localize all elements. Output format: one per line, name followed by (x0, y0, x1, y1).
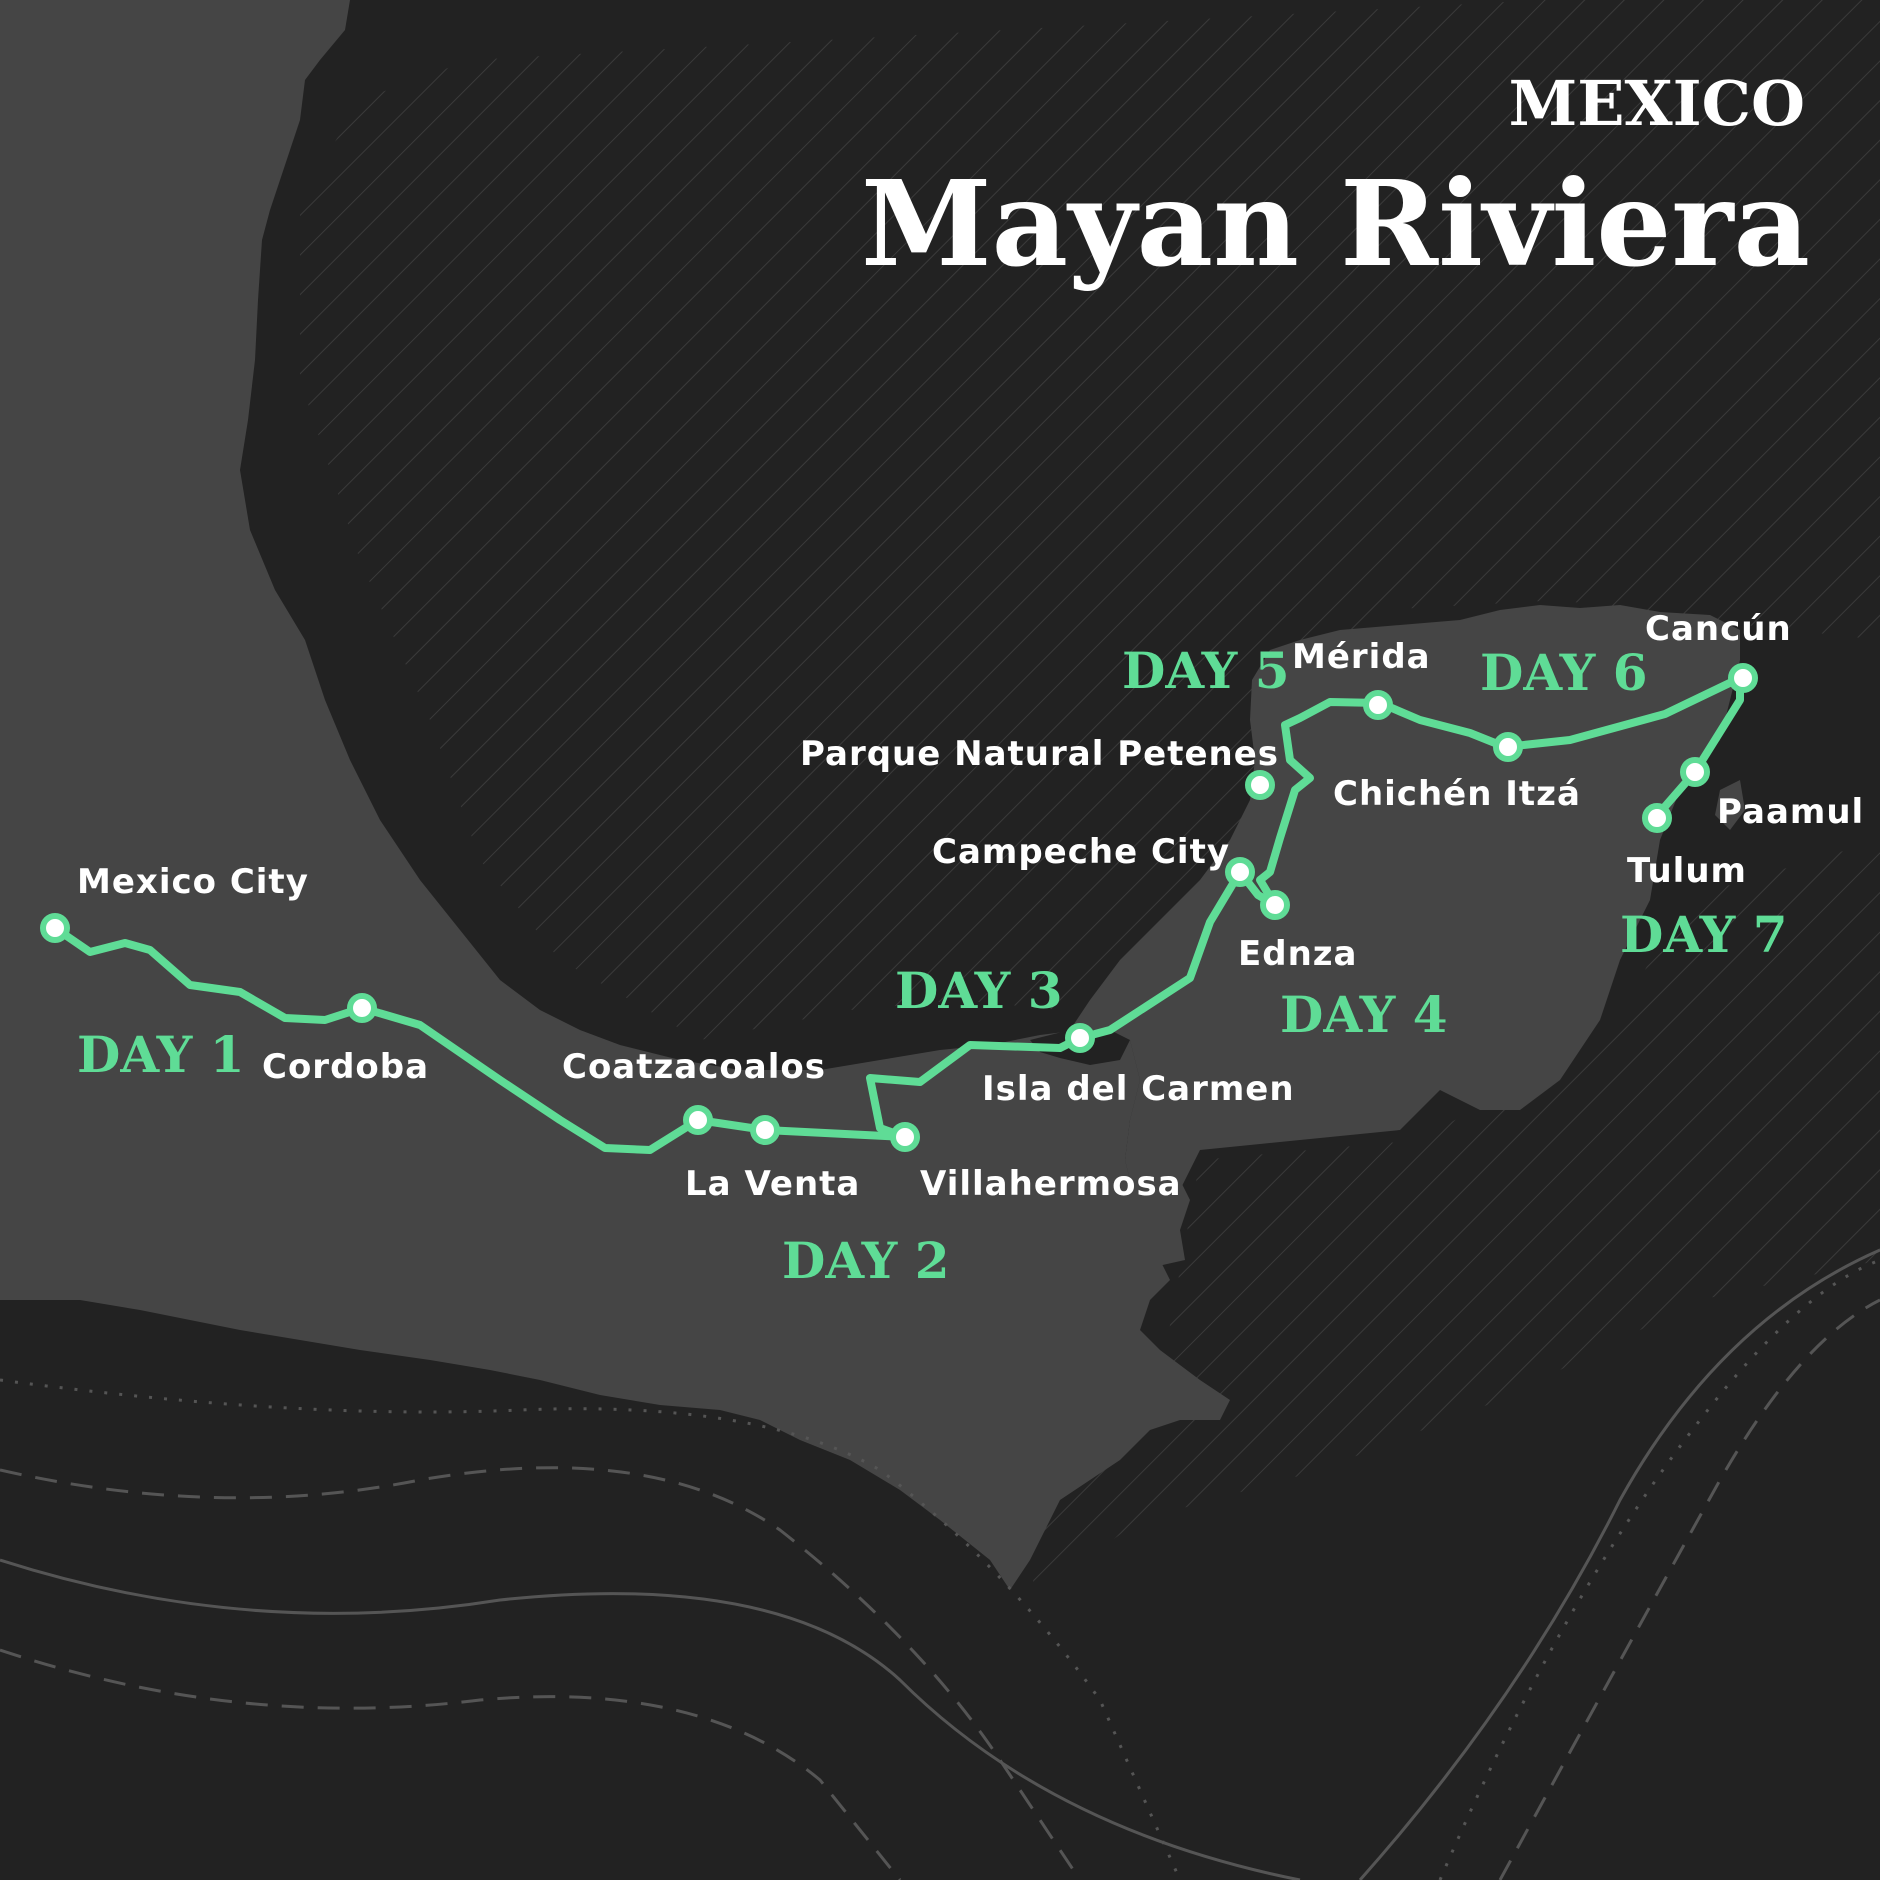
day-label-4: DAY 4 (1280, 985, 1448, 1044)
region-title: Mayan Riviera (861, 154, 1810, 293)
yucatan-peninsula (1070, 605, 1740, 1190)
stop-villahermosa[interactable] (890, 1122, 920, 1152)
label-coatzacoalcos: Coatzacoalos (562, 1047, 826, 1087)
day-label-2: DAY 2 (782, 1231, 950, 1290)
label-ednza: Ednza (1238, 934, 1358, 974)
label-tulum: Tulum (1627, 851, 1747, 891)
stop-isla-del-carmen[interactable] (1065, 1023, 1095, 1053)
label-parque-natural-petenes: Parque Natural Petenes (800, 734, 1279, 774)
route-stops (40, 663, 1758, 1152)
label-isla-del-carmen: Isla del Carmen (982, 1069, 1295, 1109)
place-labels: Mexico City Cordoba Coatzacoalos La Vent… (77, 609, 1864, 1204)
stop-la-venta[interactable] (750, 1115, 780, 1145)
label-chichen-itza: Chichén Itzá (1333, 774, 1581, 814)
stop-paamul[interactable] (1680, 757, 1710, 787)
cozumel-island (1715, 780, 1745, 830)
stop-tulum[interactable] (1642, 803, 1672, 833)
stop-campeche-city[interactable] (1225, 857, 1255, 887)
day-label-1: DAY 1 (77, 1025, 245, 1084)
label-campeche-city: Campeche City (932, 832, 1230, 872)
ocean-swirls (0, 1248, 1880, 1880)
stop-merida[interactable] (1363, 690, 1393, 720)
day-label-7: DAY 7 (1620, 905, 1788, 964)
swirl-dashed-3 (1498, 1298, 1880, 1880)
label-villahermosa: Villahermosa (920, 1164, 1182, 1204)
caribbean-hatching (1030, 840, 1880, 1600)
swirl-dashed-2 (0, 1648, 902, 1880)
label-paamul: Paamul (1717, 792, 1864, 832)
label-la-venta: La Venta (685, 1164, 860, 1204)
label-cordoba: Cordoba (262, 1047, 429, 1087)
label-cancun: Cancún (1645, 609, 1792, 649)
swirl-solid-2 (1358, 1248, 1880, 1880)
stop-chichen-itza[interactable] (1493, 732, 1523, 762)
stop-cordoba[interactable] (347, 993, 377, 1023)
country-title: MEXICO (1509, 67, 1805, 140)
stop-parque-natural-petenes[interactable] (1245, 770, 1275, 800)
mexico-mainland (0, 0, 1230, 1590)
label-merida: Mérida (1292, 637, 1431, 677)
day-label-6: DAY 6 (1480, 643, 1648, 702)
stop-coatzacoalcos[interactable] (683, 1105, 713, 1135)
label-mexico-city: Mexico City (77, 862, 309, 902)
stop-cancun[interactable] (1728, 663, 1758, 693)
day-label-3: DAY 3 (895, 961, 1063, 1020)
gulf-hatching (300, 0, 1880, 1040)
swirl-solid-1 (0, 1558, 1301, 1880)
day-label-5: DAY 5 (1122, 641, 1290, 700)
stop-mexico-city[interactable] (40, 913, 70, 943)
stop-ednza[interactable] (1260, 890, 1290, 920)
day-labels: DAY 1 DAY 2 DAY 3 DAY 4 DAY 5 DAY 6 DAY … (77, 641, 1788, 1290)
